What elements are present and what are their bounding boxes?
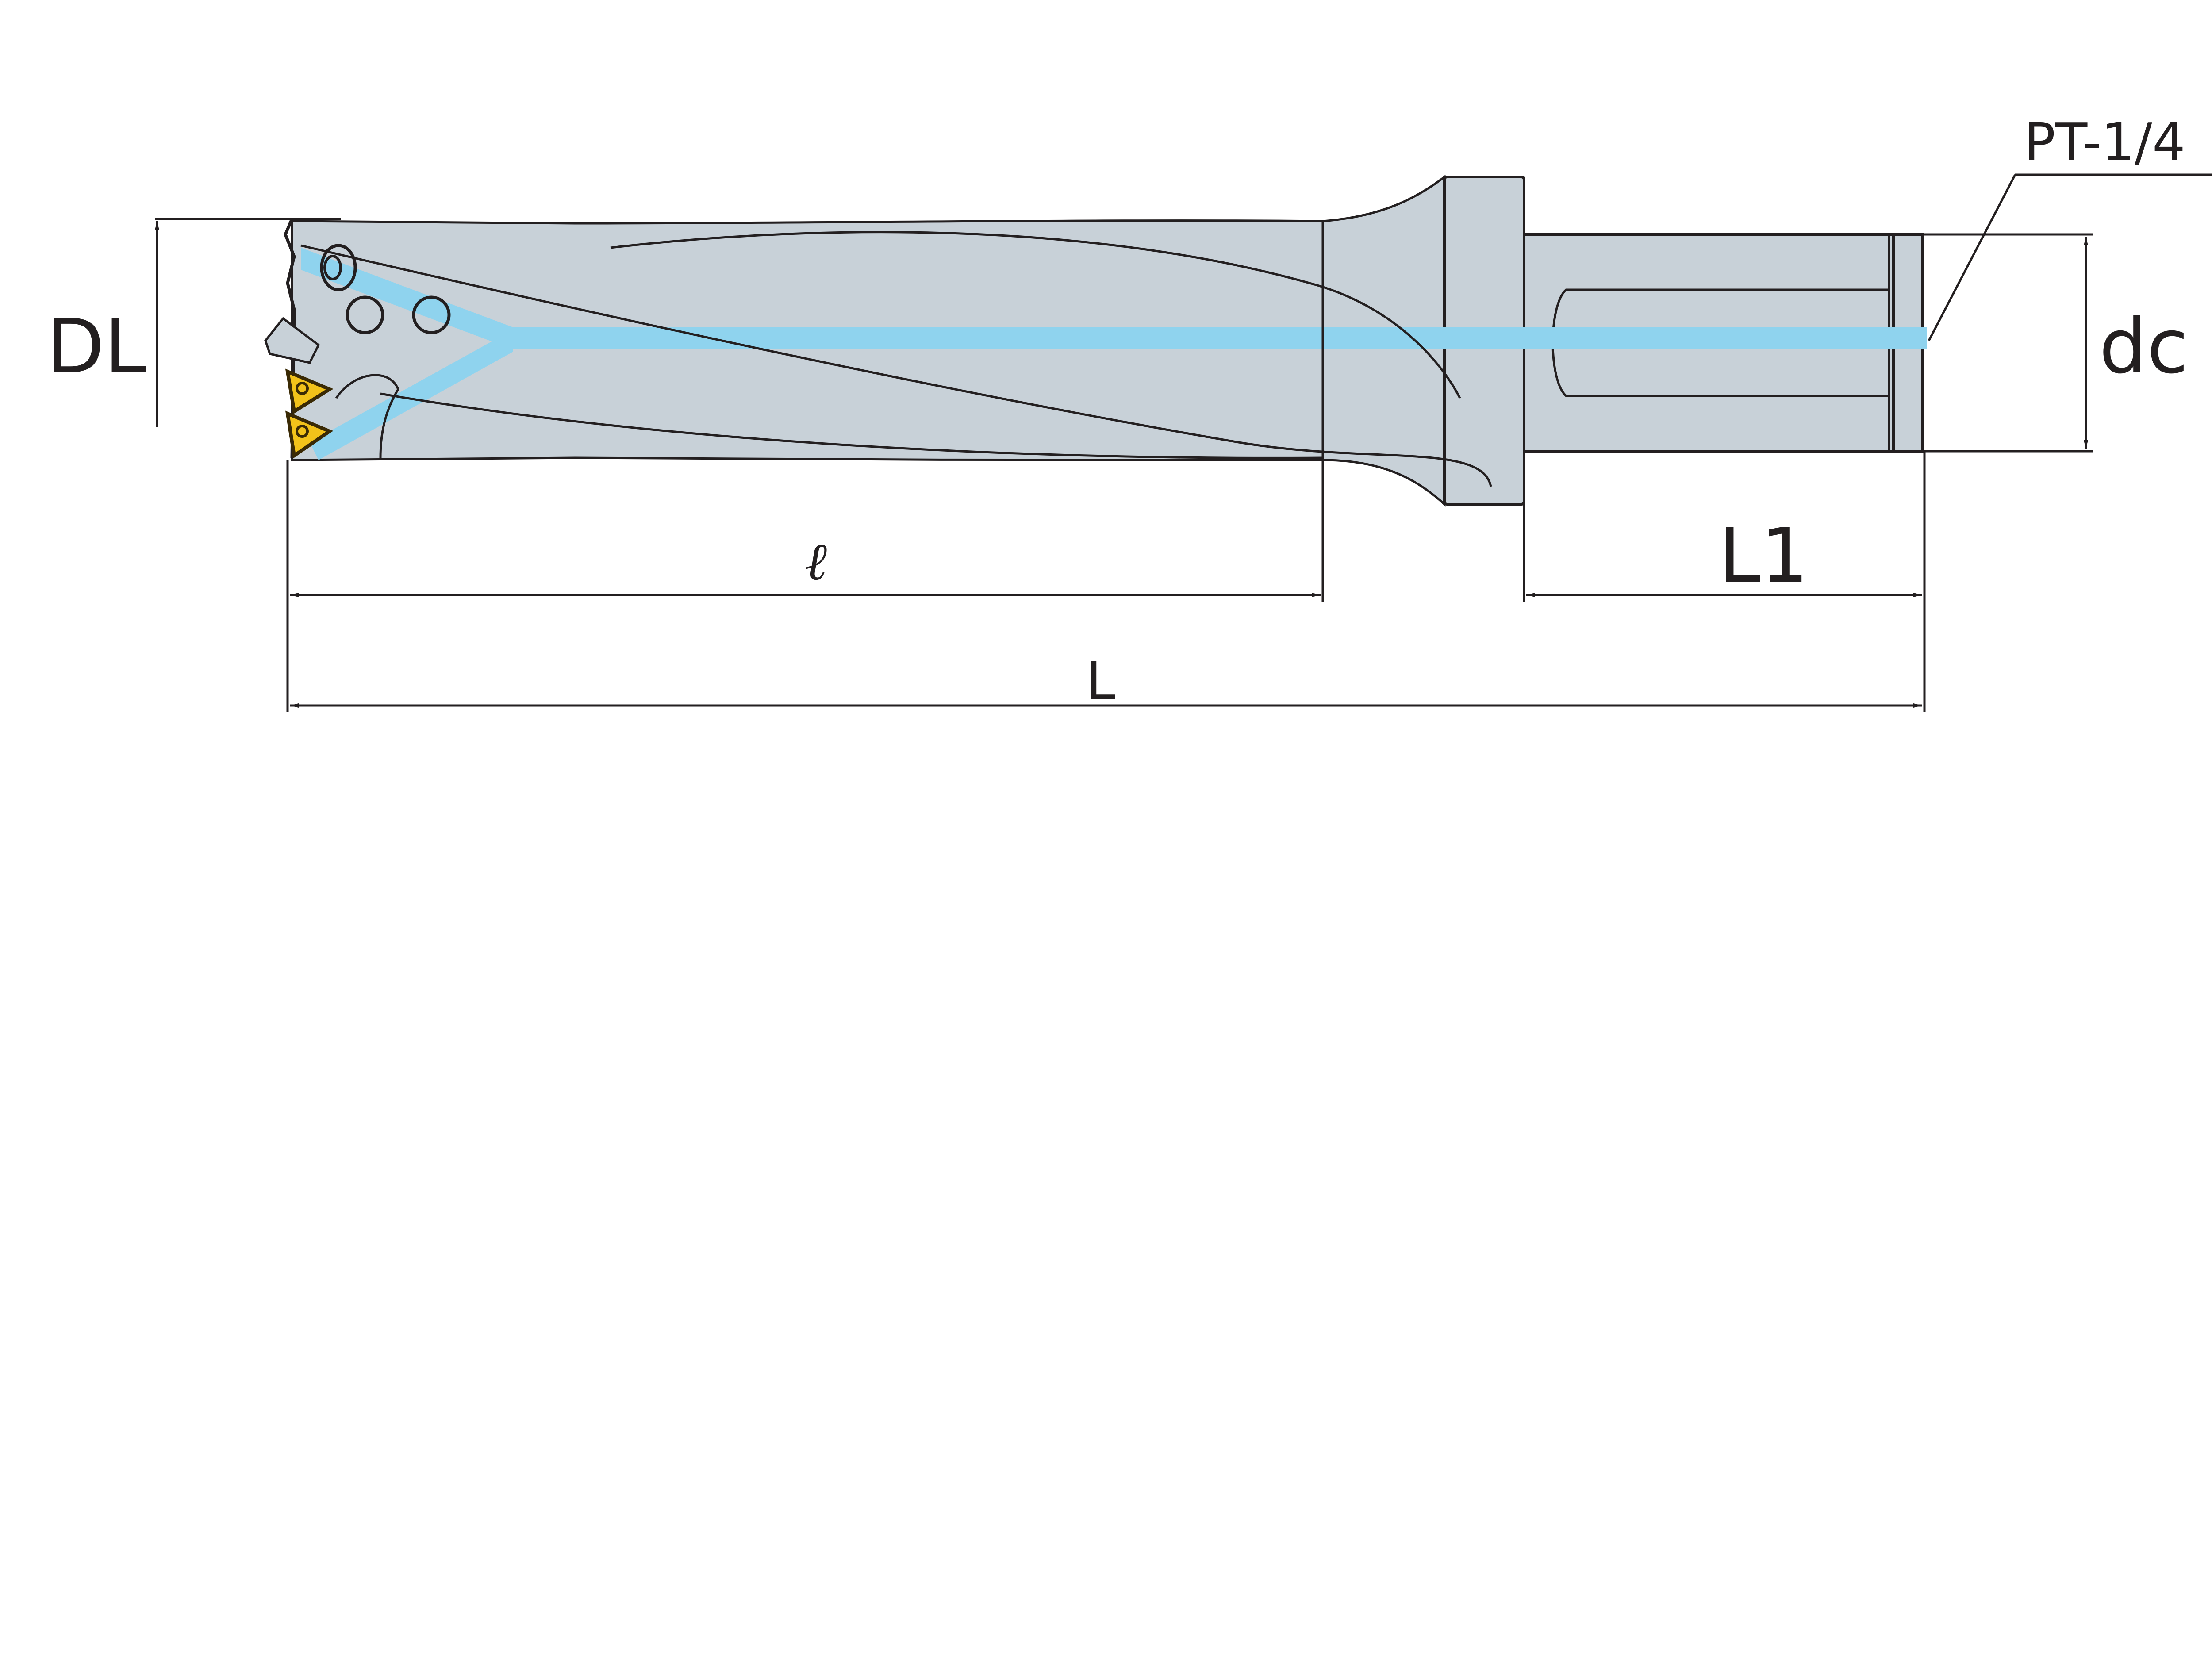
coolant-channels [301, 248, 1927, 460]
triangular-insert-icon [285, 368, 334, 414]
pt-label: PT-1/4 [2024, 111, 2185, 173]
flute-edge-3 [380, 392, 1323, 459]
shank-length-label: L1 [1719, 512, 1809, 600]
dimensions [155, 173, 2212, 712]
flute-edge-2 [610, 231, 1461, 399]
triangular-insert-icon [285, 410, 334, 459]
flute-edge-1 [300, 244, 1492, 487]
drill-body [264, 174, 1927, 507]
overall-length-label: L [1086, 650, 1115, 711]
flute-length-label: ℓ [805, 531, 827, 592]
chip-pocket [335, 374, 399, 458]
coolant-hole-icon [320, 244, 451, 334]
insert-seat [264, 317, 320, 364]
dc-label: dc [2099, 303, 2188, 391]
dl-label: DL [46, 303, 146, 391]
